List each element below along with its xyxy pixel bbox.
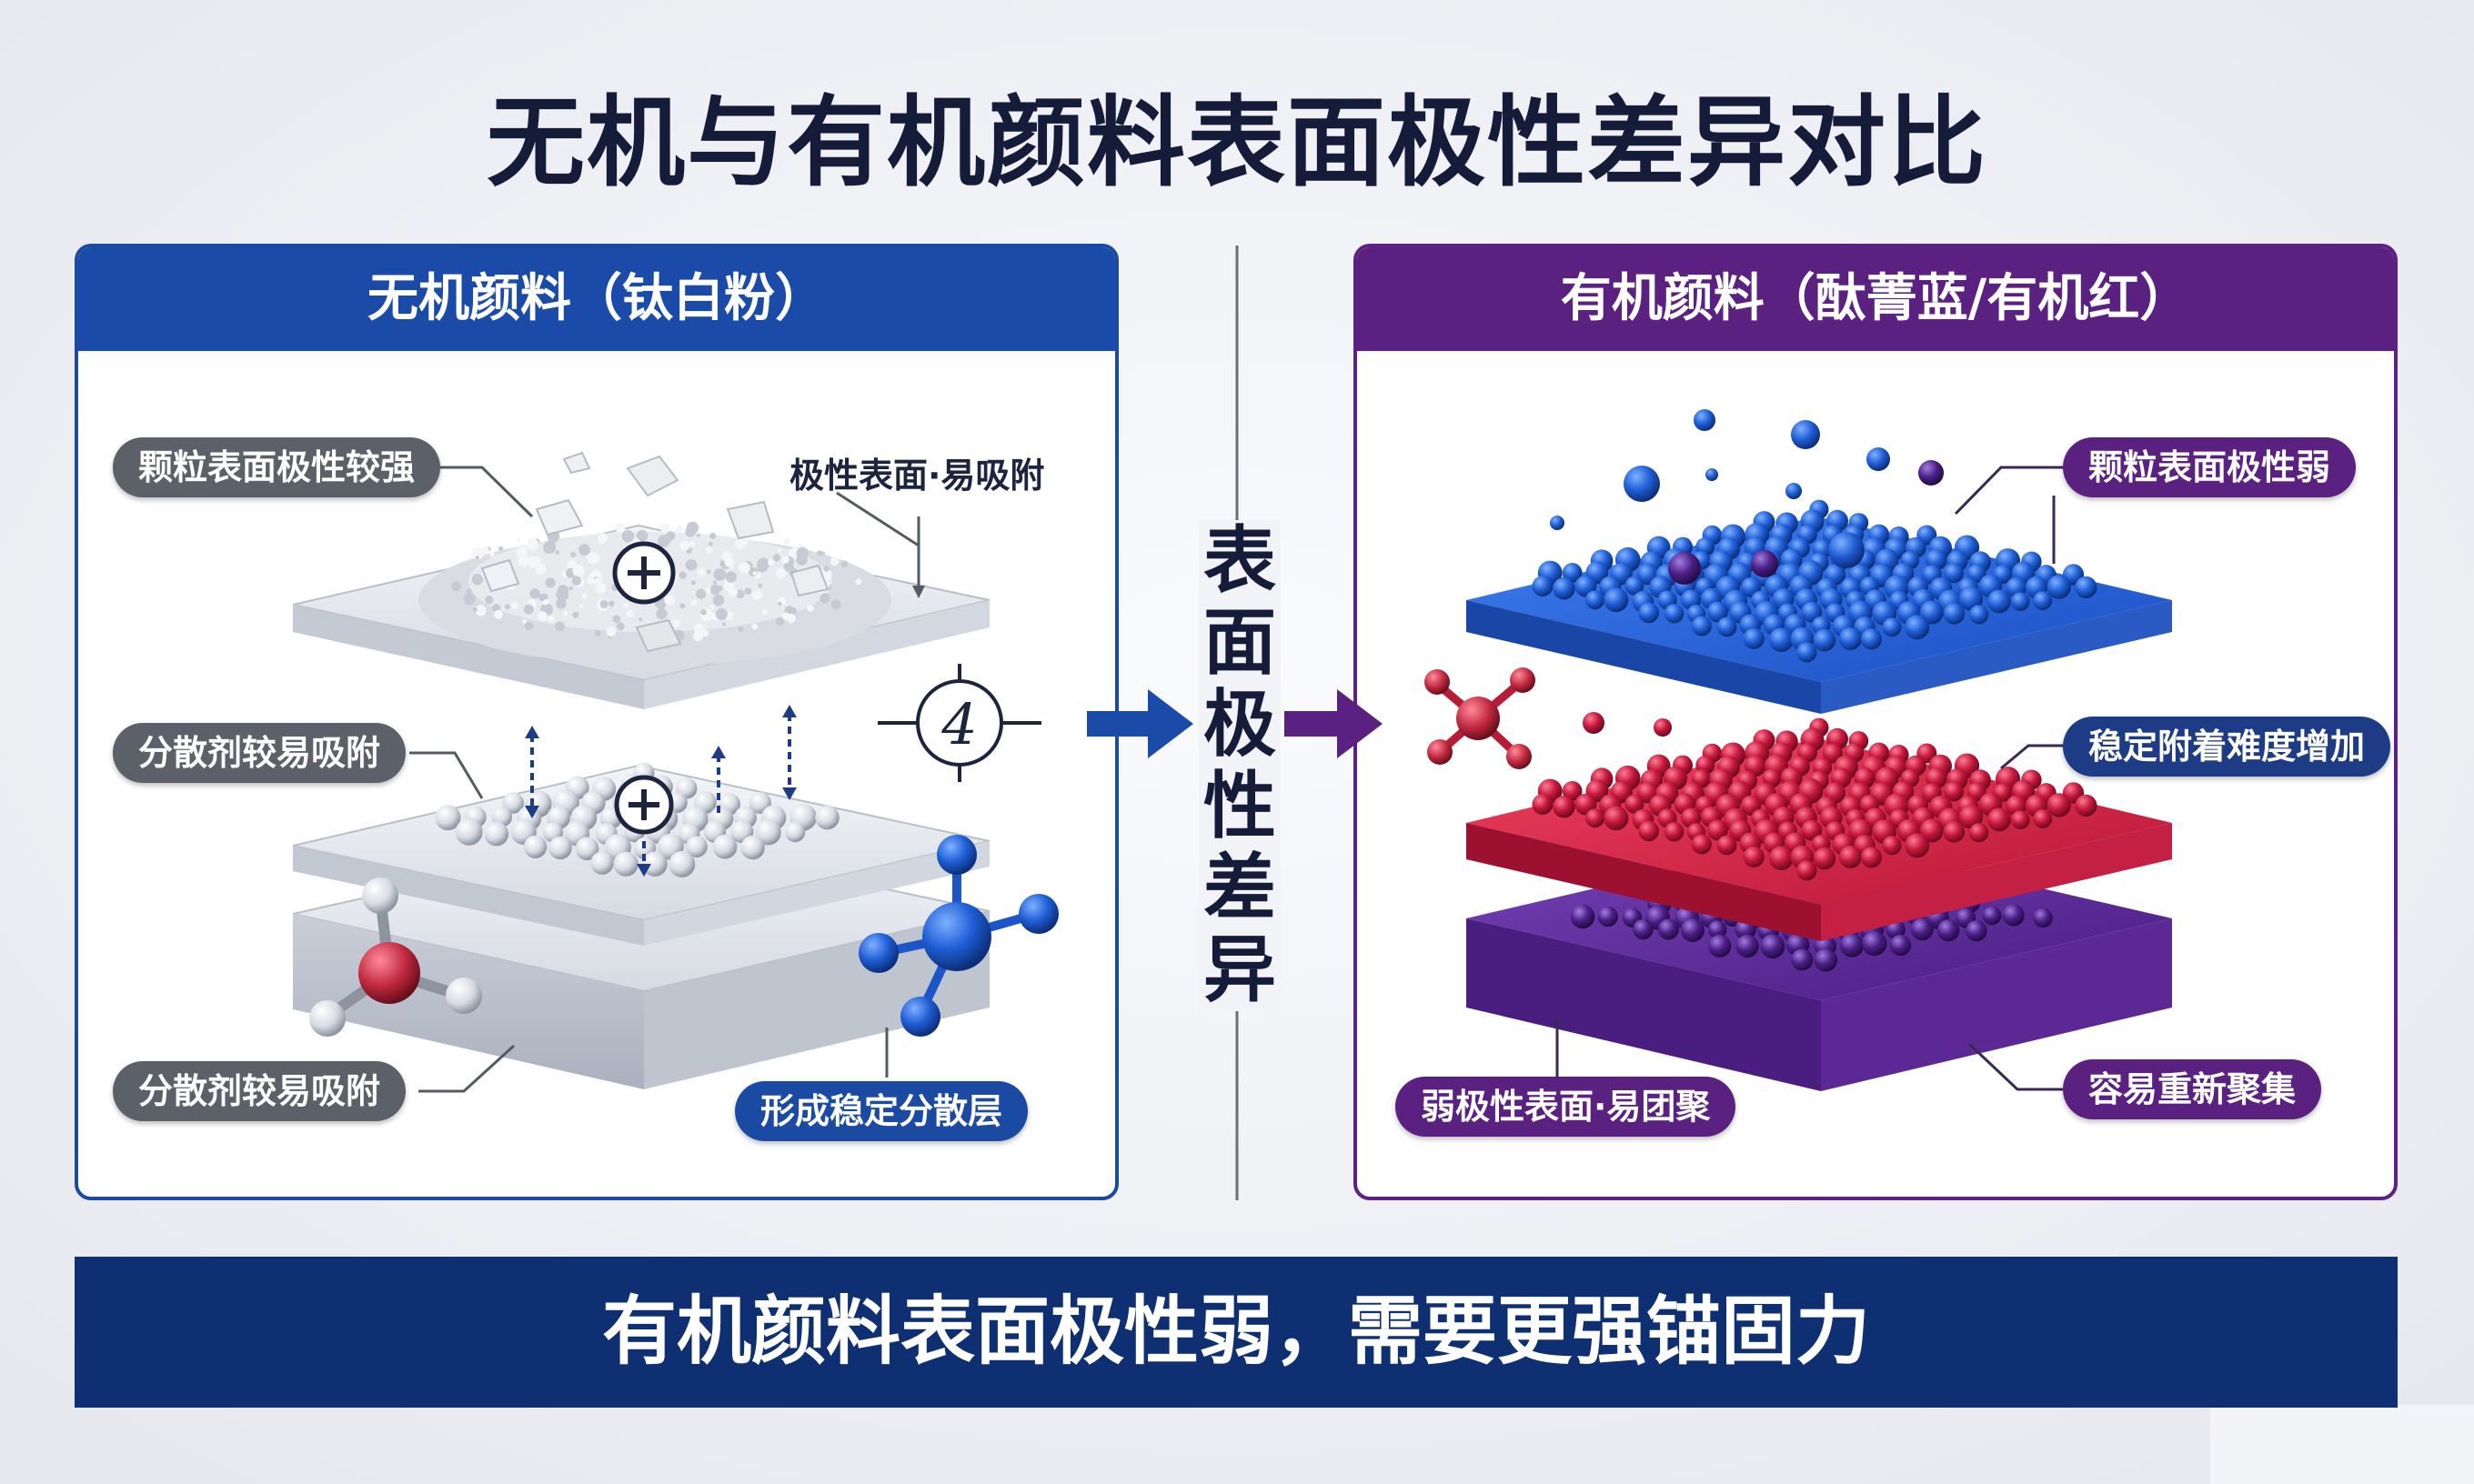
label-weak-surface: 弱极性表面·易团聚: [1395, 1077, 1736, 1137]
label-dispersant-2: 分散剂较易吸附: [113, 1061, 407, 1121]
label-stable-layer: 形成稳定分散层: [735, 1081, 1029, 1141]
inorganic-panel: 无机颜料（钛白粉）: [75, 244, 1119, 1200]
label-reagglomerate: 容易重新聚集: [2063, 1059, 2322, 1119]
organic-panel-header: 有机颜料（酞菁蓝/有机红）: [1357, 247, 2394, 351]
center-polarity-label: 表面极性差异: [1199, 520, 1281, 1011]
label-weak-polarity: 颗粒表面极性弱: [2063, 437, 2357, 497]
label-hard-adsorb: 稳定附着难度增加: [2063, 717, 2391, 777]
label-dispersant-1: 分散剂较易吸附: [113, 723, 407, 783]
page-title: 无机与有机颜料表面极性差异对比: [486, 86, 1987, 200]
label-polar-surface: 极性表面·易吸附: [789, 456, 1045, 496]
inorganic-panel-header: 无机颜料（钛白粉）: [78, 247, 1115, 351]
label-particle-surface: 颗粒表面极性较强: [113, 437, 441, 497]
conclusion-banner: 有机颜料表面极性弱，需要更强锚固力: [75, 1257, 2398, 1408]
